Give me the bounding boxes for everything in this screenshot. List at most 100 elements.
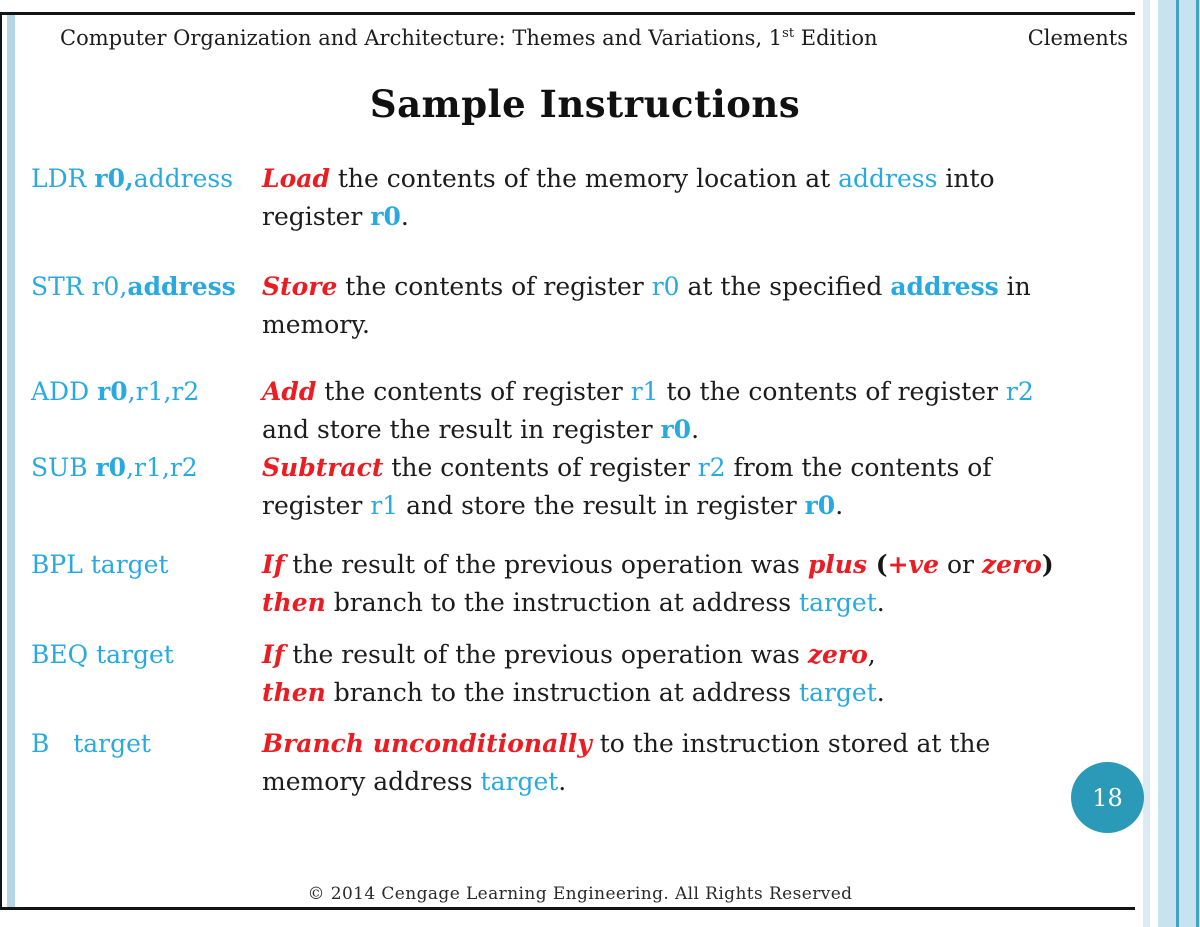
text-segment: into: [937, 164, 995, 193]
text-segment: the contents of register: [383, 453, 698, 482]
instruction-description: If the result of the previous operation …: [262, 546, 1140, 622]
instruction-description: Load the contents of the memory location…: [262, 160, 1140, 236]
instruction-description: Store the contents of register r0 at the…: [262, 268, 1140, 344]
text-segment: LDR: [31, 164, 95, 193]
left-accent-stripe: [7, 15, 15, 907]
text-segment: STR r0,: [31, 272, 128, 301]
text-segment: the contents of register: [316, 377, 631, 406]
text-segment: .: [558, 767, 567, 796]
instruction-mnemonic: BEQ target: [31, 636, 262, 674]
text-segment: r2: [1005, 377, 1034, 406]
text-segment: address: [890, 272, 999, 301]
text-segment: target: [799, 678, 877, 707]
text-segment: the result of the previous operation was: [284, 640, 808, 669]
instruction-row: LDR r0,address Load the contents of the …: [31, 160, 1140, 236]
text-segment: address: [838, 164, 938, 193]
instruction-mnemonic: BPL target: [31, 546, 262, 584]
text-segment: r0: [97, 377, 128, 406]
text-segment: r1: [630, 377, 659, 406]
text-segment: Edition: [794, 26, 878, 50]
slide-header: Computer Organization and Architecture: …: [60, 24, 1128, 52]
instruction-list: LDR r0, address Load the contents of the …: [31, 160, 1140, 801]
page-number-badge: 18: [1071, 762, 1144, 833]
text-segment: st: [782, 26, 795, 41]
text-segment: address: [127, 272, 236, 301]
text-segment: ,r1,r2: [126, 453, 198, 482]
text-segment: r1: [370, 491, 399, 520]
instruction-row: BPL target If the result of the previous…: [31, 546, 1140, 622]
text-segment: If: [262, 550, 285, 579]
text-segment: branch to the instruction at address: [325, 678, 800, 707]
text-segment: the contents of register: [337, 272, 652, 301]
instruction-mnemonic: SUB r0,r1,r2: [31, 449, 262, 487]
text-segment: r0: [651, 272, 680, 301]
text-segment: zero: [981, 550, 1042, 579]
text-segment: register: [262, 491, 371, 520]
text-segment: in: [998, 272, 1031, 301]
text-segment: ,: [867, 640, 876, 669]
text-segment: ,r1,r2: [127, 377, 200, 406]
instruction-mnemonic: ADD r0,r1,r2: [31, 373, 262, 411]
instruction-description: Add the contents of register r1 to the c…: [262, 373, 1140, 449]
text-segment: .: [876, 588, 885, 617]
page-title: Sample Instructions: [369, 82, 801, 126]
text-segment: the result of the previous operation was: [284, 550, 808, 579]
instruction-row: SUB r0,r1,r2 Subtract the contents of re…: [31, 449, 1140, 525]
text-segment: BEQ target: [31, 640, 174, 669]
right-stripe-dark-1: [1176, 0, 1179, 927]
text-segment: address: [133, 164, 234, 193]
text-segment: Add: [262, 377, 317, 406]
page-number: 18: [1092, 783, 1123, 812]
text-segment: from the contents of: [725, 453, 992, 482]
text-segment: ): [1041, 550, 1054, 579]
text-segment: memory address: [262, 767, 481, 796]
right-stripe-light-2: [1179, 0, 1196, 927]
instruction-description: If the result of the previous operation …: [262, 636, 1140, 712]
text-segment: zero: [807, 640, 868, 669]
text-segment: B target: [31, 729, 151, 758]
text-segment: BPL target: [31, 550, 169, 579]
right-stripe-pale: [1143, 0, 1150, 927]
text-segment: Store: [262, 272, 338, 301]
instruction-row: B target Branch unconditionally to the i…: [31, 725, 1140, 801]
instruction-row: BEQ target If the result of the previous…: [31, 636, 1140, 712]
text-segment: .: [835, 491, 844, 520]
instruction-mnemonic: STR r0,address: [31, 268, 262, 306]
footer-copyright: © 2014 Cengage Learning Engineering. All…: [307, 884, 853, 904]
text-segment: SUB: [31, 453, 96, 482]
text-segment: to the instruction stored at the: [591, 729, 991, 758]
text-segment: If: [262, 640, 285, 669]
text-segment: target: [799, 588, 877, 617]
instruction-description: Subtract the contents of register r2 fro…: [262, 449, 1140, 525]
text-segment: memory.: [262, 310, 370, 339]
text-segment: plus: [807, 550, 868, 579]
text-segment: branch to the instruction at address: [325, 588, 800, 617]
instruction-mnemonic: B target: [31, 725, 262, 763]
right-stripe-dark-2: [1196, 0, 1199, 927]
instruction-row: ADD r0,r1,r2 Add the contents of registe…: [31, 373, 1140, 449]
text-segment: and store the result in register: [262, 415, 661, 444]
text-segment: target: [480, 767, 559, 796]
header-book-title: Computer Organization and Architecture: …: [60, 24, 878, 52]
text-segment: Subtract: [262, 453, 384, 482]
text-segment: then: [262, 678, 326, 707]
text-segment: to the contents of register: [658, 377, 1006, 406]
slide-frame: [0, 12, 1135, 910]
text-segment: r0: [370, 202, 401, 231]
text-segment: Load: [262, 164, 330, 193]
text-segment: Computer Organization and Architecture: …: [60, 26, 783, 50]
text-segment: .: [400, 202, 409, 231]
header-author: Clements: [1027, 26, 1128, 50]
text-segment: or: [939, 550, 982, 579]
text-segment: then: [262, 588, 326, 617]
text-segment: r0: [95, 453, 127, 482]
text-segment: and store the result in register: [398, 491, 805, 520]
text-segment: +ve: [887, 550, 939, 579]
text-segment: .: [876, 678, 885, 707]
text-segment: r0: [660, 415, 692, 444]
text-segment: r0: [804, 491, 836, 520]
instruction-row: STR r0,address Store the contents of reg…: [31, 268, 1140, 344]
text-segment: at the specified: [679, 272, 891, 301]
right-stripe-light-1: [1158, 0, 1176, 927]
text-segment: Branch unconditionally: [262, 729, 592, 758]
